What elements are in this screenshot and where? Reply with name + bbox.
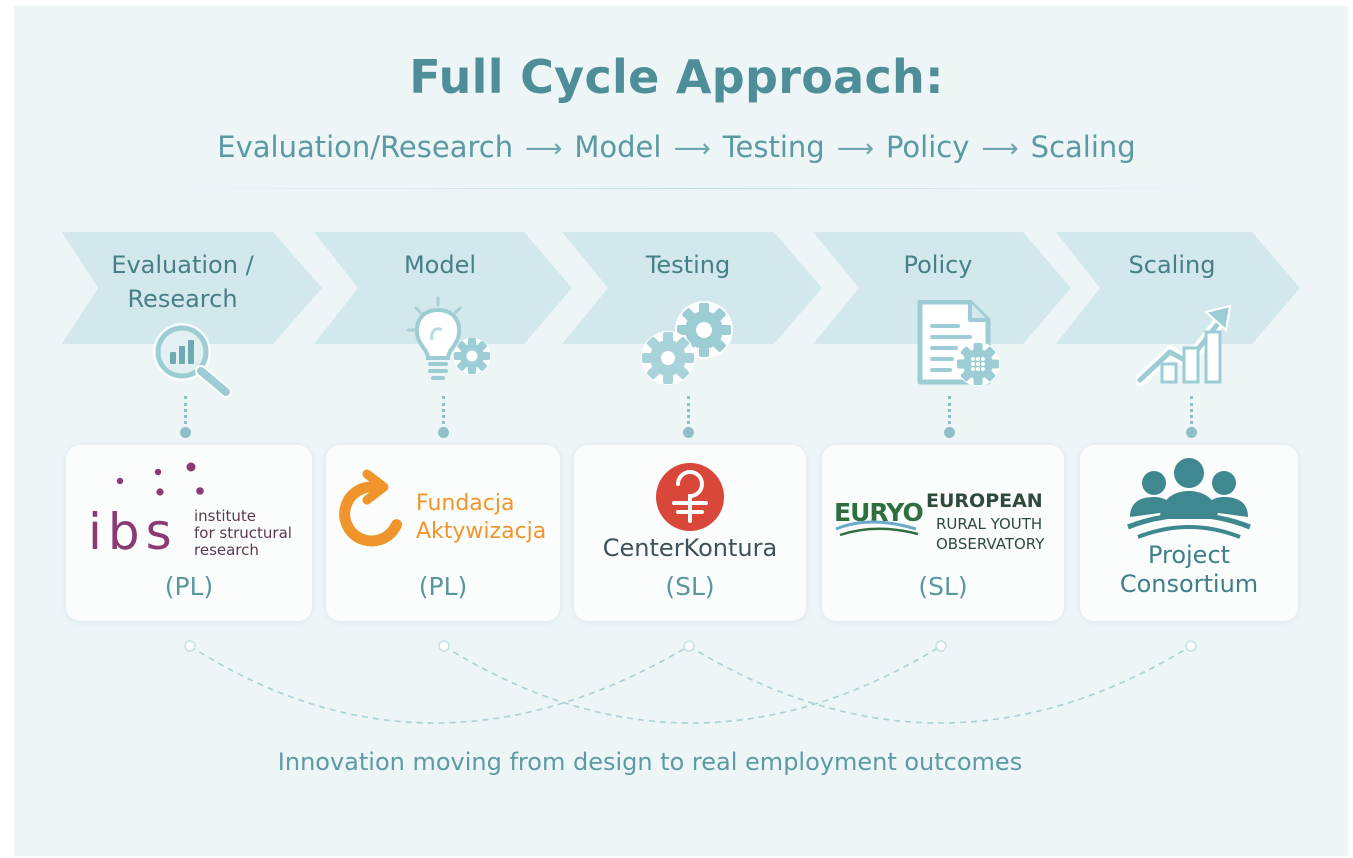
- subtitle-step-model: Model: [574, 130, 662, 164]
- connector-line: [1190, 396, 1193, 430]
- arrow-icon: ⟶: [836, 134, 874, 164]
- arrow-icon: ⟶: [981, 134, 1019, 164]
- partner-country: (SL): [665, 572, 715, 601]
- ibs-logo-line: research: [194, 541, 259, 559]
- growth-chart-icon: [1136, 304, 1232, 386]
- euryo-logo: EURYO EUROPEAN RURAL YOUTH OBSERVATORY: [834, 490, 1045, 553]
- stage-label-model: Model: [403, 251, 477, 279]
- subtitle-step-evaluation: Evaluation/Research: [217, 130, 514, 164]
- stage-chevron-scaling: [1056, 232, 1300, 344]
- fundacja-logo-line: Fundacja: [416, 491, 514, 516]
- ibs-logo: ibs institute for structural research: [88, 462, 292, 561]
- partner-card-ibs: ibs institute for structural research (P…: [66, 445, 312, 621]
- connector-dot: [180, 427, 191, 438]
- kontura-logo-text: CenterKontura: [603, 534, 777, 562]
- stage-label-policy: Policy: [903, 251, 973, 279]
- gears-icon: [641, 301, 733, 385]
- partner-country: (PL): [418, 572, 468, 601]
- partner-country: (SL): [918, 572, 968, 601]
- arrow-icon: ⟶: [673, 134, 711, 164]
- euryo-logo-line: RURAL YOUTH: [936, 515, 1042, 533]
- stage-label-evaluation: Evaluation / Research: [80, 248, 285, 316]
- partner-card-euryo: EURYO EUROPEAN RURAL YOUTH OBSERVATORY (…: [822, 445, 1064, 621]
- ibs-logo-line: institute: [194, 507, 256, 525]
- euryo-logo-line: OBSERVATORY: [936, 535, 1045, 553]
- fundacja-logo: Fundacja Aktywizacja: [339, 469, 546, 547]
- stage-chevron-policy: [813, 232, 1071, 344]
- lightbulb-gear-icon: [406, 296, 490, 380]
- connector-line: [442, 396, 445, 430]
- connector-line: [184, 396, 187, 430]
- consortium-label-line: Project: [1147, 541, 1231, 569]
- connector-dot: [1186, 427, 1197, 438]
- ibs-logo-line: for structural: [194, 524, 292, 542]
- people-group-icon: [1127, 458, 1251, 539]
- consortium-label-line: Consortium: [1119, 570, 1259, 598]
- partner-card-fundacja: Fundacja Aktywizacja (PL): [326, 445, 560, 621]
- connector-dot: [944, 427, 955, 438]
- process-subtitle: Evaluation/Research ⟶ Model ⟶ Testing ⟶ Policy…: [0, 130, 1353, 164]
- connector-dot: [683, 427, 694, 438]
- magnifier-chart-icon: [153, 323, 232, 398]
- connector-line: [687, 396, 690, 430]
- slide-background: [14, 6, 1348, 856]
- partner-card-kontura: CenterKontura (SL): [574, 445, 806, 621]
- document-gear-icon: [917, 300, 1000, 386]
- stage-label-scaling: Scaling: [1128, 251, 1216, 279]
- stage-chevron-evaluation: [62, 232, 322, 344]
- kontura-logo: CenterKontura: [603, 463, 777, 562]
- dashed-arcs: [184, 640, 1197, 724]
- fundacja-logo-line: Aktywizacja: [416, 519, 546, 544]
- connector-dot: [438, 427, 449, 438]
- subtitle-step-scaling: Scaling: [1030, 130, 1136, 164]
- stage-label-line: Research: [127, 285, 238, 313]
- partner-country: (PL): [164, 572, 214, 601]
- footer-caption: Innovation moving from design to real em…: [277, 748, 1023, 776]
- stage-label-line: Evaluation /: [111, 251, 254, 279]
- divider-line: [180, 188, 1210, 189]
- ibs-logo-letters: ibs: [88, 503, 178, 561]
- partner-card-consortium: Project Consortium: [1080, 445, 1298, 621]
- stage-label-testing: Testing: [645, 251, 731, 279]
- arrow-icon: ⟶: [525, 134, 563, 164]
- subtitle-step-testing: Testing: [722, 130, 825, 164]
- euryo-logo-line: EUROPEAN: [926, 490, 1043, 512]
- stage-chevron-testing: [562, 232, 822, 344]
- subtitle-step-policy: Policy: [885, 130, 970, 164]
- consortium-label: Project Consortium: [1080, 541, 1298, 599]
- stage-chevron-model: [314, 232, 572, 344]
- page-title: Full Cycle Approach:: [409, 50, 944, 104]
- connector-line: [948, 396, 951, 430]
